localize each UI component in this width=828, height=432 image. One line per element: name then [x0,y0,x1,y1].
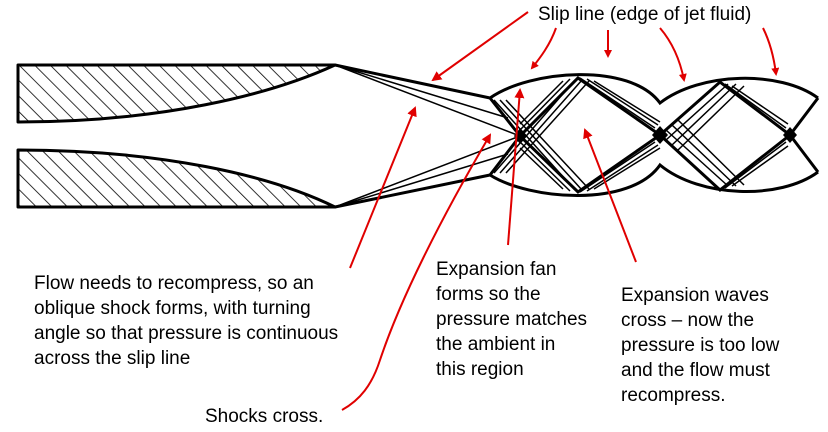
shock-nodes [514,126,797,144]
oblique-shocks [334,64,521,208]
arrow-slip-line-1 [530,27,557,70]
arrow-slip-line-3 [659,27,687,82]
annotation-expansion-fan: Expansion fan forms so the pressure matc… [436,259,592,380]
annotation-shocks-cross: Shocks cross. [205,406,323,427]
arrow-oblique-shock [349,106,417,269]
shock-cell-2 [657,80,820,192]
jet-boundary [334,63,819,209]
arrow-shocks-cross [341,133,492,411]
lower-nozzle-wall [16,148,337,209]
slip-line-label: Slip line (edge of jet fluid) [538,4,751,25]
annotation-expansion-waves: Expansion waves cross – now the pressure… [621,285,785,406]
slip-line-upper [334,63,819,106]
arrow-slip-line-main [431,11,529,82]
arrow-slip-line-4 [762,27,780,76]
slip-line-lower [334,162,819,209]
annotation-recompress: Flow needs to recompress, so an oblique … [34,273,343,369]
arrow-expansion-fan [507,88,525,246]
annotation-arrows [341,11,780,411]
nozzle-walls [16,63,337,209]
upper-nozzle-wall [16,63,337,124]
arrow-expansion-waves [583,128,637,263]
